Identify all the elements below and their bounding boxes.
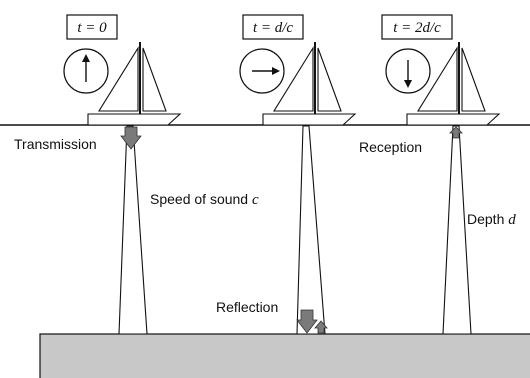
depth-variable: d [508,212,516,228]
time-label-t2: t = 2d/c [393,20,441,36]
boat-hull [262,113,357,126]
clock-t0-icon [63,48,109,94]
beam-reception [442,125,472,335]
main-sail [273,46,314,112]
depth-label: Depth d [467,211,516,228]
boat-3 [406,42,501,126]
boat-1 [87,42,182,126]
clock-t2-icon [385,48,431,94]
clock-t1-icon [239,48,285,94]
beam-transmission [118,125,148,335]
reflection-arrow-down-icon [296,309,318,334]
beam-reflection [296,125,326,335]
time-box-t1 [242,14,304,40]
time-box-t0 [66,14,118,40]
main-sail [98,46,139,112]
boat-hull [406,113,501,126]
speed-of-sound-label: Speed of sound c [150,191,259,208]
seabed [39,333,530,378]
jib-sail [142,47,167,112]
depth-text: Depth [467,211,508,227]
boat-hull [87,113,182,126]
time-box-t2 [381,14,453,40]
reception-arrow-up-icon [449,126,463,139]
transmission-arrow-down-icon [120,126,142,150]
jib-sail [461,47,486,112]
transmission-label: Transmission [14,136,97,152]
reception-label: Reception [359,139,422,155]
time-label-t1: t = d/c [253,20,293,36]
boat-2 [262,42,357,126]
speed-text: Speed of sound [150,191,252,207]
reflection-arrow-up-icon [314,320,328,334]
main-sail [417,46,458,112]
jib-sail [317,47,342,112]
time-label-t0: t = 0 [77,20,107,36]
speed-variable: c [252,192,259,208]
reflection-label: Reflection [216,299,278,315]
